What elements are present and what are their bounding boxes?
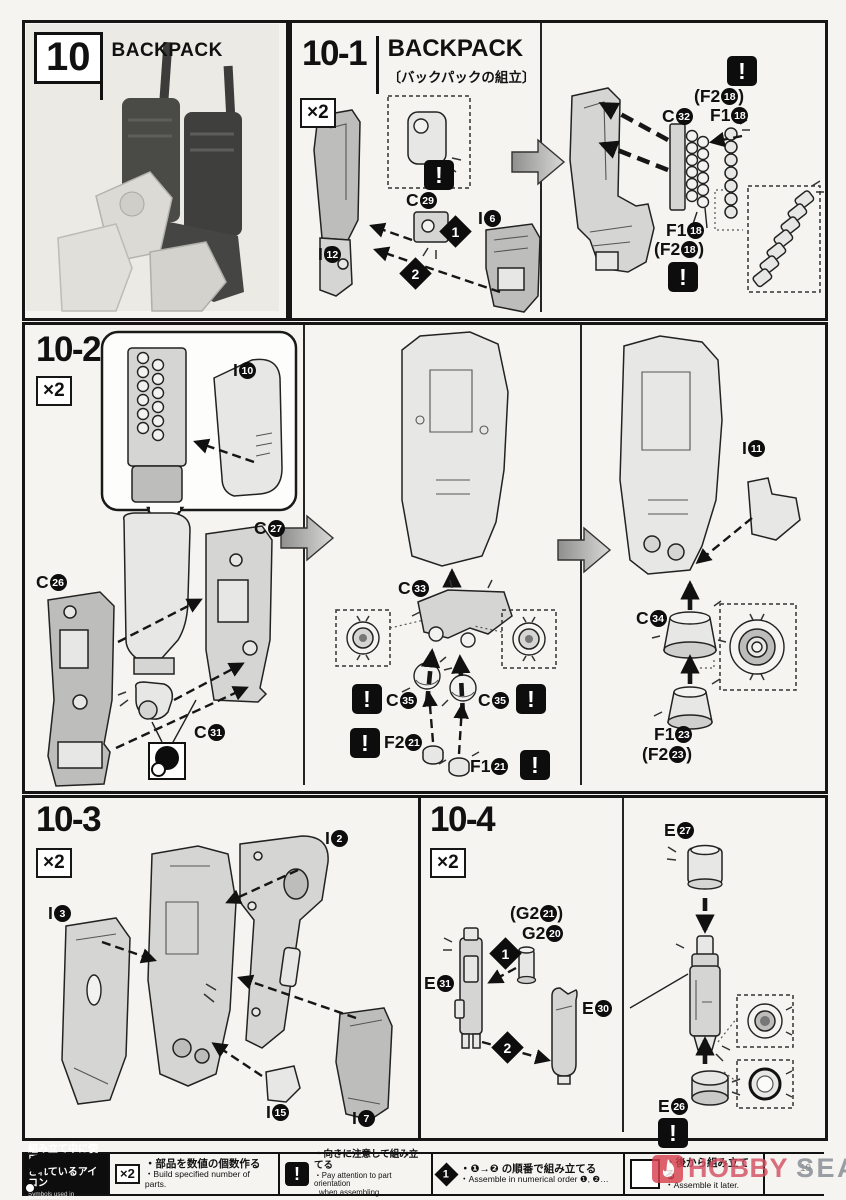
multiplier-icon: ×2 [115, 1163, 140, 1185]
legend-warning-cell: ! ・向きに注意して組み立てる ・Pay attention to part o… [280, 1149, 433, 1197]
assemble-later-icon [148, 742, 186, 780]
flame-logo-icon [652, 1154, 683, 1183]
multiplier-badge: ×2 [36, 376, 72, 406]
orientation-warning-icon: ! [352, 684, 382, 714]
step-1-icon: 1 [434, 1161, 459, 1187]
legend-order-cell: 1 ・❶→❷ の順番で組み立てる ・Assemble in numerical … [433, 1154, 625, 1194]
multiplier-badge: ×2 [430, 848, 466, 878]
panel-step-10-2 [22, 322, 828, 794]
legend-title-en: Symbols used in instructions [28, 1190, 75, 1200]
panel-step-10-3 [22, 795, 421, 1141]
header-rule [376, 36, 379, 94]
step-10-2-number: 10-2 [36, 330, 102, 369]
step-10-number: 10 [34, 32, 100, 84]
orientation-warning-icon: ! [658, 1118, 688, 1148]
divider-10-1 [540, 23, 542, 312]
divider-10-4 [622, 798, 624, 1132]
orientation-warning-icon: ! [285, 1162, 309, 1186]
orientation-warning-icon: ! [520, 750, 550, 780]
step-10-1-header: 10-1 BACKPACK 〔バックパックの組立〕 [302, 34, 536, 94]
header-rule [99, 32, 103, 100]
legend-multiplier-cell: ×2 ・部品を数値の個数作る ・Build specified number o… [110, 1154, 280, 1194]
page-number: 19 [800, 1163, 812, 1174]
hobby-search-watermark: HOBBY SEARCH [652, 1153, 846, 1184]
watermark-brand-search: SEARCH [796, 1153, 846, 1183]
step-10-1-number: 10-1 [302, 34, 368, 73]
legend-rear-cell: ・後から組み立てる ・Assemble it later. [625, 1154, 765, 1194]
panel-step-10 [22, 20, 289, 321]
multiplier-badge: ×2 [36, 848, 72, 878]
step-10-1-subtitle: 〔バックパックの組立〕 [387, 70, 536, 86]
orientation-warning-icon: ! [516, 684, 546, 714]
orientation-warning-icon: ! [727, 56, 757, 86]
step-10-1-title: BACKPACK [387, 35, 524, 62]
orientation-warning-icon: ! [350, 728, 380, 758]
legend-bar: 組み立て中に使用 されているアイコン Symbols used in instr… [22, 1144, 824, 1200]
multiplier-badge: ×2 [300, 98, 336, 128]
step-10-4-number: 10-4 [430, 800, 496, 839]
step-10-3-number: 10-3 [36, 800, 102, 839]
orientation-warning-icon: ! [424, 160, 454, 190]
watermark-brand-hobby: HOBBY [688, 1153, 789, 1183]
divider-10-2-a [303, 325, 305, 785]
panel-step-10-4 [418, 795, 828, 1141]
step-10-header: 10 BACKPACK [34, 32, 223, 100]
panel-step-10-1 [289, 20, 828, 321]
orientation-warning-icon: ! [668, 262, 698, 292]
step-10-title: BACKPACK [111, 40, 223, 61]
divider-10-2-b [580, 325, 582, 785]
